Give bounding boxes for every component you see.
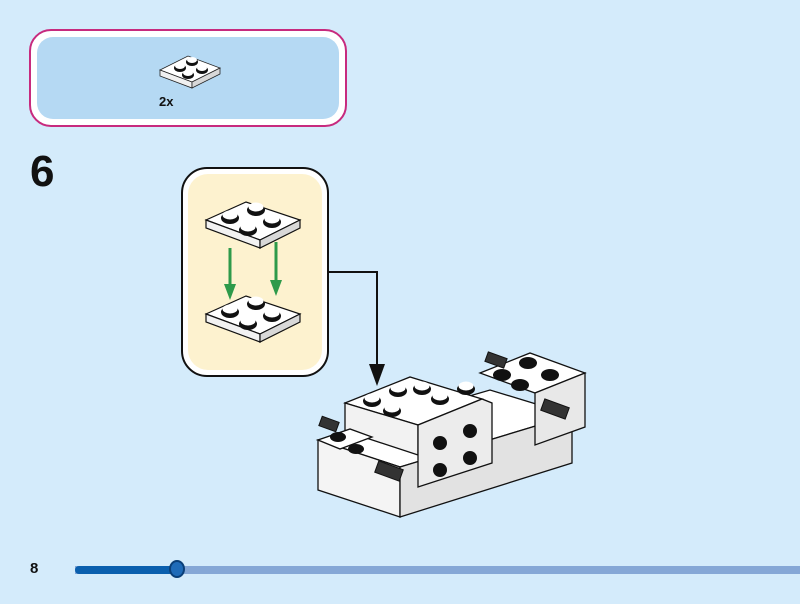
sub-assembly-callout [181,167,329,377]
part-quantity: 2x [159,94,174,109]
green-arrow-icon [224,242,282,300]
page-number: 8 [30,560,39,577]
callout-plates-illustration [204,201,302,343]
model-assembly-illustration [315,351,587,518]
progress-fill [75,566,177,574]
progress-thumb[interactable] [168,560,185,578]
parts-list-panel [29,29,347,127]
step-number: 6 [30,147,55,196]
progress-track[interactable] [75,566,800,574]
plate-2x2-white-icon [159,55,221,89]
